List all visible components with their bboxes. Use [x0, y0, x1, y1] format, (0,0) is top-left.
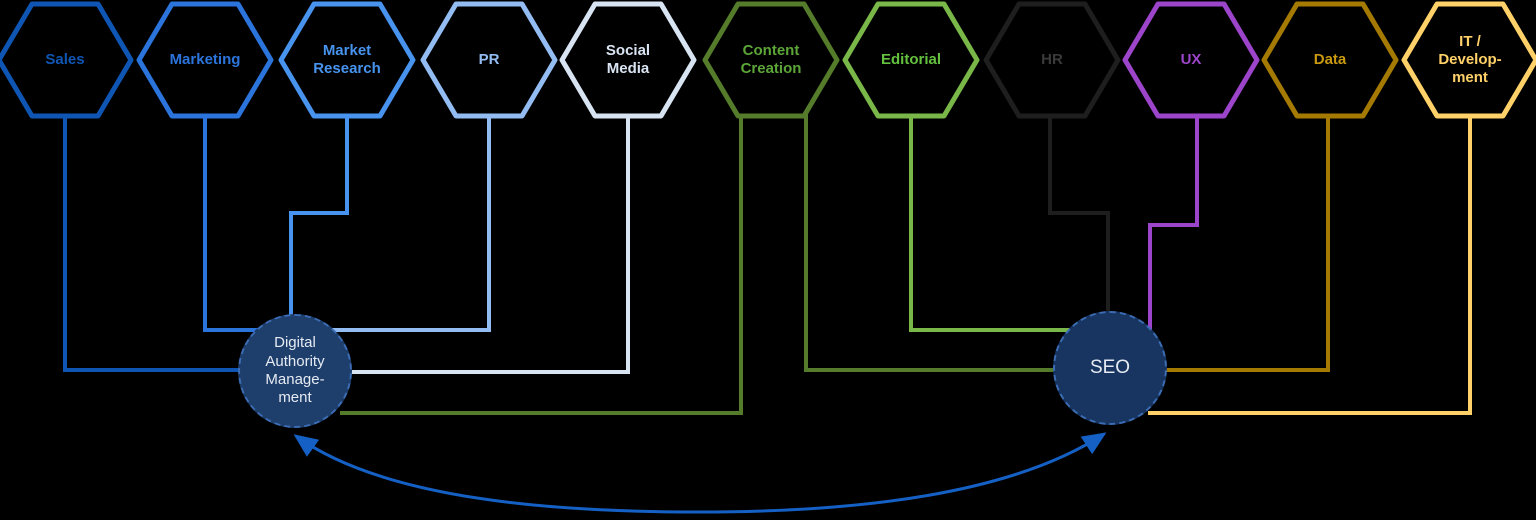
hub-seo: SEO — [1053, 311, 1167, 425]
connector-data — [1158, 114, 1330, 372]
hexagon-ux — [1122, 1, 1260, 119]
connector-social-media — [340, 114, 630, 374]
feedback-arrow-right — [699, 432, 1107, 514]
feedback-arrow-left — [293, 434, 701, 514]
hexagon-editorial — [842, 1, 980, 119]
node-label-hr: HR — [1041, 51, 1063, 69]
hexagon-pr — [420, 1, 558, 119]
node-label-data: Data — [1313, 51, 1347, 69]
hub-digital-authority-management: Digital Authority Manage- ment — [238, 314, 352, 428]
node-label-sales: Sales — [45, 51, 85, 69]
hexagon-sales — [0, 1, 134, 119]
node-label-pr: PR — [478, 51, 500, 69]
connector-hr — [1048, 114, 1110, 324]
node-label-market-research: Market Research — [313, 42, 381, 77]
connector-marketing — [203, 114, 270, 332]
node-label-editorial: Editorial — [880, 51, 941, 69]
connector-it-development — [1148, 114, 1472, 415]
hexagon-social-media — [559, 1, 697, 119]
node-label-content-creation: Content Creation — [740, 42, 802, 77]
hexagon-market-research — [278, 1, 416, 119]
connector-sales — [63, 114, 252, 372]
hub-seo-label: SEO — [1089, 357, 1131, 379]
connector-pr — [320, 114, 491, 332]
connector-editorial — [909, 114, 1080, 332]
hub-digital-authority-management-label: Digital Authority Manage- ment — [265, 334, 325, 407]
node-label-social-media: Social Media — [605, 42, 651, 77]
hexagon-it-development — [1401, 1, 1536, 119]
connector-content-creation-2 — [804, 114, 1064, 372]
node-label-ux: UX — [1180, 51, 1202, 69]
hexagon-hr — [983, 1, 1121, 119]
hexagon-content-creation — [702, 1, 840, 119]
connector-ux — [1148, 114, 1199, 335]
node-label-it-development: IT / Develop- ment — [1438, 33, 1502, 86]
node-label-marketing: Marketing — [169, 51, 241, 69]
hexagon-marketing — [136, 1, 274, 119]
connector-content-creation-1 — [340, 114, 743, 415]
hexagon-data — [1261, 1, 1399, 119]
connector-market-research — [289, 114, 349, 328]
